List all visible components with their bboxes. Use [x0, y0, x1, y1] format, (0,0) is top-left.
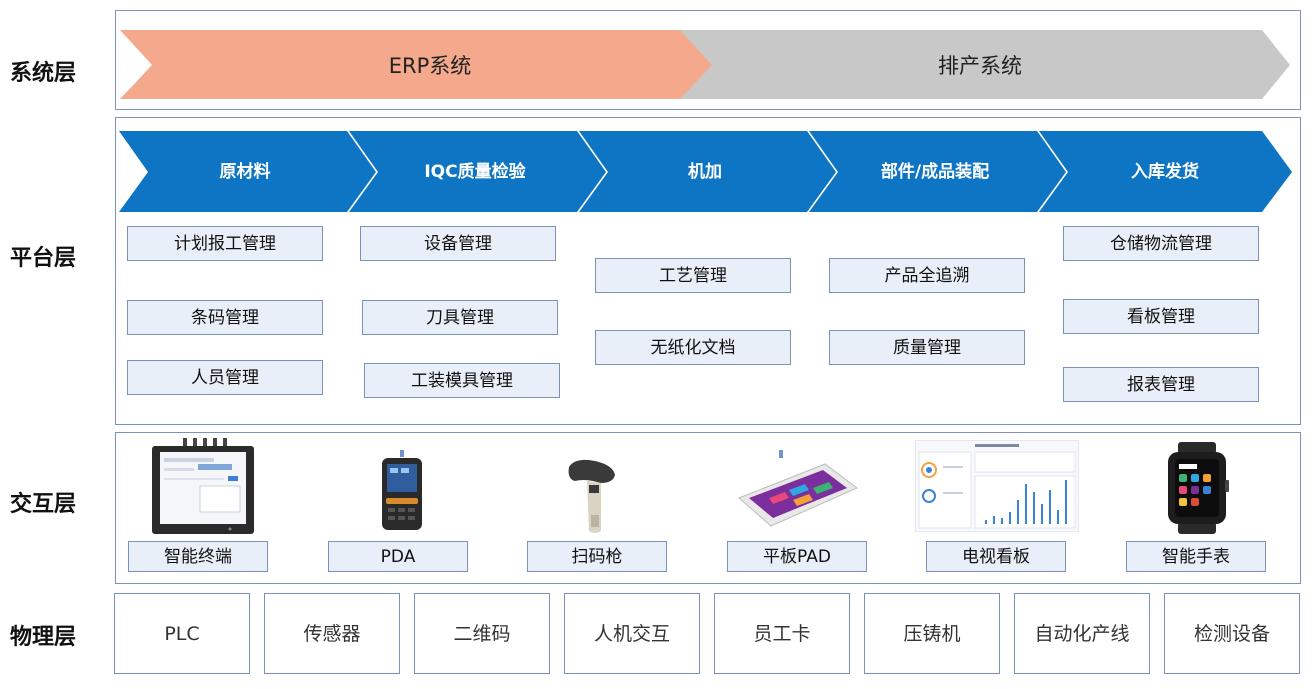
tv-dashboard-icon [915, 440, 1079, 532]
module-traceability: 产品全追溯 [829, 258, 1025, 293]
system-arrows [120, 30, 1290, 99]
process-step-raw-material: 原材料 [219, 162, 271, 182]
physical-item-die-casting: 压铸机 [864, 593, 1000, 674]
industrial-terminal-icon [152, 438, 254, 534]
process-arrow-5 [1039, 131, 1292, 212]
device-label-smartwatch: 智能手表 [1126, 541, 1266, 572]
physical-item-automation-line: 自动化产线 [1014, 593, 1150, 674]
device-label-scanner: 扫码枪 [527, 541, 667, 572]
smartwatch-icon [1168, 442, 1229, 534]
module-plan-report: 计划报工管理 [127, 226, 323, 261]
scheduling-system-arrow [665, 30, 1290, 99]
device-label-tablet: 平板PAD [727, 541, 867, 572]
physical-item-qr-code: 二维码 [414, 593, 550, 674]
layer-label-platform: 平台层 [10, 246, 77, 271]
process-arrow-1 [119, 131, 376, 212]
process-arrow-4 [809, 131, 1066, 212]
tablet-icon [738, 450, 858, 527]
erp-system-arrow [120, 30, 712, 99]
interaction-layer-frame [115, 432, 1301, 584]
module-paperless-docs: 无纸化文档 [595, 330, 791, 365]
module-equipment: 设备管理 [360, 226, 556, 261]
module-quality: 质量管理 [829, 330, 1025, 365]
layer-label-physical: 物理层 [10, 625, 77, 650]
erp-system-label: ERP系统 [388, 54, 472, 78]
process-step-assembly: 部件/成品装配 [880, 162, 990, 182]
physical-item-hmi: 人机交互 [564, 593, 700, 674]
process-step-warehouse: 入库发货 [1131, 162, 1199, 182]
layer-label-system: 系统层 [10, 61, 77, 86]
device-label-pda: PDA [328, 541, 468, 572]
process-arrow-3 [579, 131, 836, 212]
physical-item-employee-card: 员工卡 [714, 593, 850, 674]
process-arrow-2 [349, 131, 606, 212]
pda-icon [382, 450, 422, 530]
process-flow-arrows [119, 131, 1292, 212]
physical-item-inspection: 检测设备 [1164, 593, 1300, 674]
module-warehouse-logistics: 仓储物流管理 [1063, 226, 1259, 261]
module-tooling: 刀具管理 [362, 300, 558, 335]
module-personnel: 人员管理 [127, 360, 323, 395]
physical-item-plc: PLC [114, 593, 250, 674]
module-reports: 报表管理 [1063, 367, 1259, 402]
process-step-machining: 机加 [688, 162, 722, 182]
device-label-tv-dashboard: 电视看板 [926, 541, 1066, 572]
module-process-craft: 工艺管理 [595, 258, 791, 293]
barcode-scanner-icon [568, 459, 615, 533]
module-barcode: 条码管理 [127, 300, 323, 335]
scheduling-system-label: 排产系统 [938, 54, 1022, 78]
physical-item-sensor: 传感器 [264, 593, 400, 674]
process-step-iqc: IQC质量检验 [424, 162, 526, 182]
layer-label-interaction: 交互层 [10, 492, 77, 517]
module-fixture-mold: 工装模具管理 [364, 363, 560, 398]
device-label-smart-terminal: 智能终端 [128, 541, 268, 572]
module-kanban: 看板管理 [1063, 299, 1259, 334]
